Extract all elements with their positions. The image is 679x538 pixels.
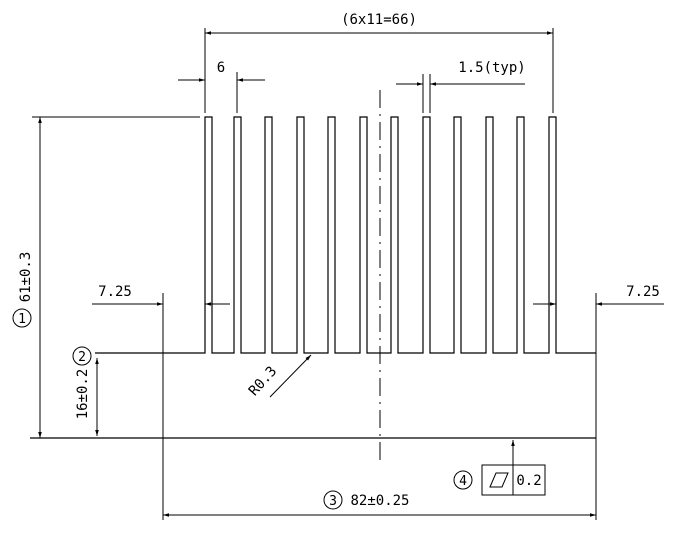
balloon-1-label: 1: [18, 312, 26, 327]
flatness-value: 0.2: [516, 473, 541, 489]
balloon-2-label: 2: [78, 350, 86, 365]
radius-label: R0.3: [246, 363, 280, 399]
left-offset-label: 7.25: [98, 284, 132, 300]
fin-thickness-label: 1.5(typ): [458, 60, 525, 76]
overall-height-label: 61±0.3: [18, 252, 34, 303]
balloon-3-label: 3: [329, 494, 337, 509]
base-height-label: 16±0.2: [75, 369, 91, 420]
overall-width-label: 82±0.25: [350, 493, 409, 509]
balloon-4: [453, 470, 473, 490]
heatsink-profile: [95, 116, 596, 354]
balloon-4-label: 4: [459, 474, 467, 489]
balloon-3: [323, 490, 343, 510]
flatness-symbol-icon: [489, 472, 509, 488]
balloon-1: [12, 308, 32, 328]
fin-pitch-label: 6: [217, 60, 225, 76]
balloon-2: [72, 346, 92, 366]
radius-leader: [269, 354, 312, 398]
pitch-total-label: (6x11=66): [341, 12, 417, 28]
right-offset-label: 7.25: [626, 284, 660, 300]
